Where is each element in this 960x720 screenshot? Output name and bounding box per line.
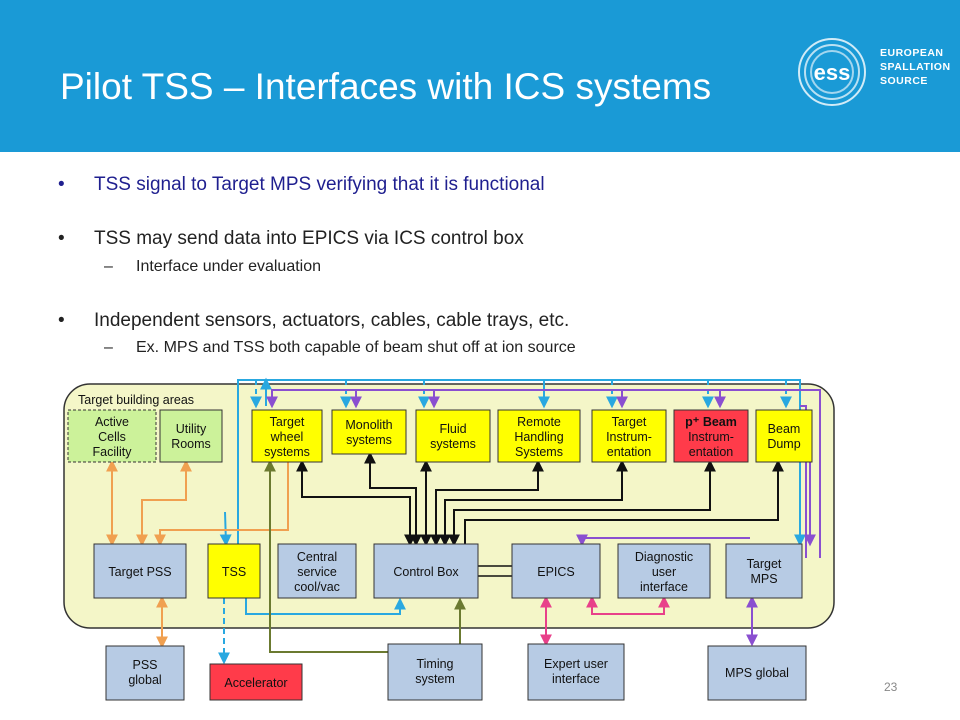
box-pss-global: PSS global <box>105 645 185 701</box>
svg-text:Target: Target <box>747 557 782 571</box>
box-fluid: Fluid systems <box>415 409 491 463</box>
svg-text:MPS: MPS <box>750 572 777 586</box>
ess-logo-mark-icon: ess <box>798 38 866 106</box>
box-mps-global: MPS global <box>707 645 807 701</box>
ess-logo: ess EUROPEAN SPALLATION SOURCE <box>792 32 950 112</box>
svg-text:Fluid: Fluid <box>439 422 466 436</box>
box-epics: EPICS <box>511 543 601 599</box>
slide-title: Pilot TSS – Interfaces with ICS systems <box>60 66 712 107</box>
svg-text:Target: Target <box>612 415 647 429</box>
svg-text:user: user <box>652 565 676 579</box>
bullet-1-text: TSS signal to Target MPS verifying that … <box>94 174 545 195</box>
box-target-pss: Target PSS <box>93 543 187 599</box>
svg-text:Remote: Remote <box>517 415 561 429</box>
logo-line-1: EUROPEAN <box>880 47 944 59</box>
svg-text:PSS: PSS <box>132 658 157 672</box>
svg-text:MPS global: MPS global <box>725 666 789 680</box>
box-expert-ui: Expert user interface <box>527 643 625 701</box>
svg-text:Central: Central <box>297 550 337 564</box>
svg-text:entation: entation <box>607 445 652 459</box>
box-diagnostic-ui: Diagnostic user interface <box>617 543 711 599</box>
svg-text:service: service <box>297 565 337 579</box>
svg-text:Rooms: Rooms <box>171 437 211 451</box>
bullet-3-text: Independent sensors, actuators, cables, … <box>94 310 570 331</box>
area-label: Target building areas <box>78 393 194 407</box>
svg-text:TSS: TSS <box>222 565 246 579</box>
svg-text:Monolith: Monolith <box>345 418 392 432</box>
svg-text:interface: interface <box>552 672 600 686</box>
svg-text:Utility: Utility <box>176 422 207 436</box>
svg-text:Instrum-: Instrum- <box>606 430 652 444</box>
box-tss: TSS <box>207 543 261 599</box>
svg-text:systems: systems <box>346 433 392 447</box>
svg-text:Active: Active <box>95 415 129 429</box>
box-remote-handling: Remote Handling Systems <box>497 409 581 463</box>
box-central-service: Central service cool/vac <box>277 543 357 599</box>
box-active-cells: Active Cells Facility <box>67 409 157 463</box>
svg-text:Instrum-: Instrum- <box>688 430 734 444</box>
svg-text:Target PSS: Target PSS <box>108 565 171 579</box>
svg-text:p⁺ Beam: p⁺ Beam <box>685 415 737 429</box>
svg-text:Diagnostic: Diagnostic <box>635 550 693 564</box>
box-target-instrumentation: Target Instrum- entation <box>591 409 667 463</box>
svg-text:cool/vac: cool/vac <box>294 580 340 594</box>
svg-text:Systems: Systems <box>515 445 563 459</box>
logo-line-2: SPALLATION <box>880 61 951 73</box>
svg-text:Control Box: Control Box <box>393 565 459 579</box>
svg-text:Target: Target <box>270 415 305 429</box>
svg-text:wheel: wheel <box>270 430 304 444</box>
svg-text:Cells: Cells <box>98 430 126 444</box>
svg-text:system: system <box>415 672 455 686</box>
box-utility-rooms: Utility Rooms <box>159 409 223 463</box>
bullet-2-sub-text: Interface under evaluation <box>136 258 322 275</box>
box-accelerator: Accelerator <box>209 663 303 701</box>
svg-text:Expert user: Expert user <box>544 657 608 671</box>
svg-text:Facility: Facility <box>93 445 133 459</box>
svg-text:entation: entation <box>689 445 734 459</box>
box-target-mps: Target MPS <box>725 543 803 599</box>
svg-text:interface: interface <box>640 580 688 594</box>
box-beam-instrumentation: p⁺ Beam Instrum- entation <box>673 409 749 463</box>
svg-text:Handling: Handling <box>514 430 563 444</box>
svg-text:Accelerator: Accelerator <box>224 676 287 690</box>
box-monolith: Monolith systems <box>331 409 407 455</box>
page-number: 23 <box>884 680 898 694</box>
svg-text:Timing: Timing <box>416 657 453 671</box>
logo-line-3: SOURCE <box>880 75 928 87</box>
svg-text:EPICS: EPICS <box>537 565 575 579</box>
svg-text:Dump: Dump <box>767 437 800 451</box>
bullet-3-sub-text: Ex. MPS and TSS both capable of beam shu… <box>136 339 576 356</box>
svg-text:global: global <box>128 673 161 687</box>
logo-text: EUROPEAN SPALLATION SOURCE <box>880 46 951 88</box>
svg-text:systems: systems <box>430 437 476 451</box>
bullet-2-text: TSS may send data into EPICS via ICS con… <box>94 228 524 249</box>
box-control-box: Control Box <box>373 543 479 599</box>
logo-mark-text: ess <box>814 60 851 85</box>
box-beam-dump: Beam Dump <box>755 409 813 463</box>
box-timing-system: Timing system <box>387 643 483 701</box>
svg-text:systems: systems <box>264 445 310 459</box>
svg-text:Beam: Beam <box>768 422 801 436</box>
box-target-wheel: Target wheel systems <box>251 409 323 463</box>
